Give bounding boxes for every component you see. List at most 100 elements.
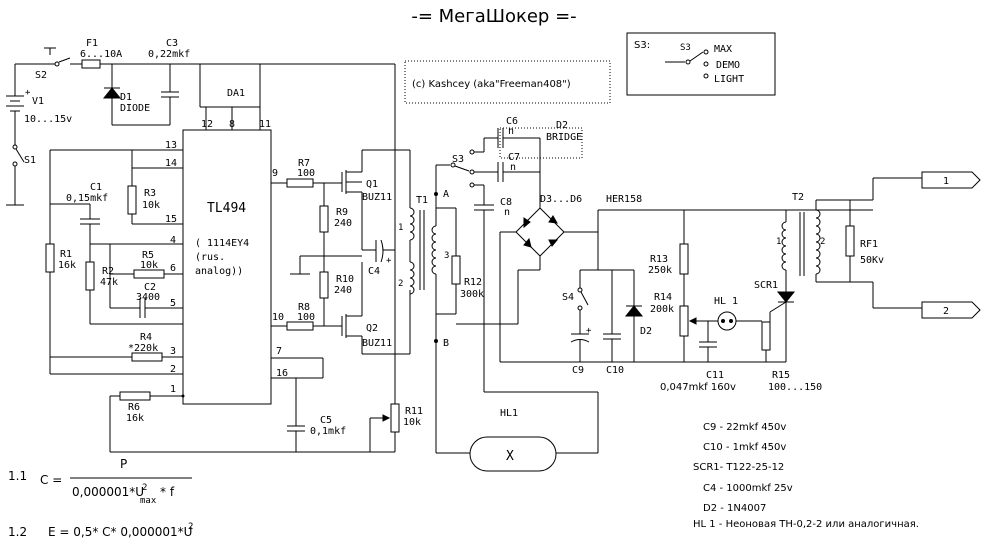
svg-text:D3...D6: D3...D6 <box>540 194 582 205</box>
svg-text:HER158: HER158 <box>606 194 642 205</box>
svg-text:HL 1: HL 1 <box>714 296 738 307</box>
svg-text:RF1: RF1 <box>860 239 878 250</box>
copyright-box <box>404 60 611 104</box>
svg-text:R15: R15 <box>772 370 790 381</box>
svg-text:n: n <box>504 207 510 218</box>
hl1-lamp: HL1 X <box>435 391 599 472</box>
svg-text:8: 8 <box>229 119 235 130</box>
svg-text:15: 15 <box>165 214 177 225</box>
svg-text:2: 2 <box>820 237 825 247</box>
svg-text:13: 13 <box>165 140 177 151</box>
svg-text:C8: C8 <box>500 197 512 208</box>
parts-notes: C9 - 22mkf 450v C10 - 1mkf 450v SCR1- T1… <box>693 422 919 530</box>
svg-text:MAX: MAX <box>714 44 732 55</box>
svg-text:10: 10 <box>272 312 284 323</box>
svg-text:1.1: 1.1 <box>8 469 27 483</box>
svg-text:1: 1 <box>776 237 781 247</box>
driver-stage: R7 100 R9 240 Q1 BUZ11 R10 240 R8 <box>271 64 423 452</box>
svg-text:R5: R5 <box>142 250 154 261</box>
svg-text:10...15v: 10...15v <box>24 114 72 125</box>
svg-text:16: 16 <box>276 368 288 379</box>
svg-text:DA1: DA1 <box>227 88 245 99</box>
svg-text:C9 - 22mkf 450v: C9 - 22mkf 450v <box>703 422 786 433</box>
svg-text:HL 1 - Неоновая ТН-0,2-2 или а: HL 1 - Неоновая ТН-0,2-2 или аналогичная… <box>693 519 919 530</box>
svg-text:A: A <box>443 189 449 200</box>
svg-text:0,000001*U: 0,000001*U <box>72 485 144 499</box>
svg-text:R14: R14 <box>654 292 672 303</box>
svg-text:200k: 200k <box>650 304 674 315</box>
svg-text:F1: F1 <box>86 38 98 49</box>
tl494-chip: DA1 TL494 ( 1114EY4 (rus. analog)) 12 8 … <box>165 64 288 405</box>
svg-text:D1: D1 <box>120 92 132 103</box>
svg-text:* f: * f <box>160 485 175 499</box>
svg-text:R10: R10 <box>336 274 354 285</box>
timing-network: R3 10k R1 16k C1 0,15mkf R2 47k R5 10k C… <box>45 149 395 453</box>
svg-text:Q2: Q2 <box>366 323 378 334</box>
svg-text:S3:: S3: <box>634 40 650 51</box>
svg-text:max: max <box>140 496 157 506</box>
svg-text:47k: 47k <box>100 277 118 288</box>
svg-text:11: 11 <box>259 119 271 130</box>
svg-text:2: 2 <box>398 279 403 289</box>
svg-text:50Kv: 50Kv <box>860 255 884 266</box>
diagram-title: -= МегаШокер =- <box>411 6 576 27</box>
svg-text:+: + <box>386 256 392 266</box>
svg-text:C4 - 1000mkf 25v: C4 - 1000mkf 25v <box>703 483 793 494</box>
svg-text:1: 1 <box>398 223 403 233</box>
svg-text:240: 240 <box>334 285 352 296</box>
svg-text:10k: 10k <box>403 417 421 428</box>
svg-text:S2: S2 <box>35 70 47 81</box>
svg-text:6...10A: 6...10A <box>80 49 122 60</box>
svg-text:C9: C9 <box>572 365 584 376</box>
svg-text:R2: R2 <box>102 266 114 277</box>
svg-text:C4: C4 <box>368 266 380 277</box>
svg-text:C10: C10 <box>606 365 624 376</box>
svg-text:100: 100 <box>297 168 315 179</box>
s3-capacitor-selector: S3 C6 n C7 n C8 n D2 BRIDGE <box>436 116 583 392</box>
svg-text:HL1: HL1 <box>500 408 518 419</box>
svg-text:0,1mkf: 0,1mkf <box>310 426 346 437</box>
svg-text:1: 1 <box>170 384 176 395</box>
svg-text:R11: R11 <box>405 406 423 417</box>
svg-text:SCR1- T122-25-12: SCR1- T122-25-12 <box>693 462 784 473</box>
svg-text:2: 2 <box>142 483 147 493</box>
svg-text:E = 0,5* C* 0,000001*U: E = 0,5* C* 0,000001*U <box>48 525 192 539</box>
svg-text:16k: 16k <box>58 260 76 271</box>
svg-text:R8: R8 <box>298 302 310 313</box>
svg-text:R9: R9 <box>336 207 348 218</box>
svg-text:250k: 250k <box>648 265 672 276</box>
svg-text:2: 2 <box>188 522 193 532</box>
transformer-t1: T1 1 2 3 A B R12 300k <box>398 165 484 412</box>
svg-text:240: 240 <box>334 218 352 229</box>
svg-text:14: 14 <box>165 158 177 169</box>
svg-text:BRIDGE: BRIDGE <box>546 132 582 143</box>
svg-text:T2: T2 <box>792 192 804 203</box>
svg-text:Q1: Q1 <box>366 179 378 190</box>
svg-text:C5: C5 <box>320 415 332 426</box>
svg-text:S1: S1 <box>24 155 36 166</box>
svg-text:T1: T1 <box>416 195 428 206</box>
svg-text:0,22mkf: 0,22mkf <box>148 49 190 60</box>
discharge-section: S4 + C9 C10 D2 R13 250k <box>500 209 873 393</box>
s3-legend: S3: S3 MAX DEMO LIGHT <box>626 32 776 96</box>
svg-text:R7: R7 <box>298 158 310 169</box>
svg-text:R13: R13 <box>650 254 668 265</box>
svg-text:TL494: TL494 <box>207 201 246 216</box>
svg-text:C3: C3 <box>166 38 178 49</box>
svg-text:2: 2 <box>170 364 176 375</box>
svg-text:12: 12 <box>201 119 213 130</box>
svg-text:S4: S4 <box>562 292 574 303</box>
svg-text:BUZ11: BUZ11 <box>362 338 392 349</box>
svg-text:(rus.: (rus. <box>195 252 225 263</box>
svg-text:n: n <box>508 126 514 137</box>
svg-text:S3: S3 <box>680 43 691 53</box>
svg-text:B: B <box>443 338 449 349</box>
svg-text:LIGHT: LIGHT <box>714 74 744 85</box>
svg-text:C7: C7 <box>508 152 520 163</box>
svg-text:R3: R3 <box>144 188 156 199</box>
svg-text:4: 4 <box>170 235 176 246</box>
svg-text:BUZ11: BUZ11 <box>362 192 392 203</box>
copyright-text: (c) Kashcey (aka"Freeman408") <box>412 79 571 90</box>
svg-text:100: 100 <box>297 312 315 323</box>
